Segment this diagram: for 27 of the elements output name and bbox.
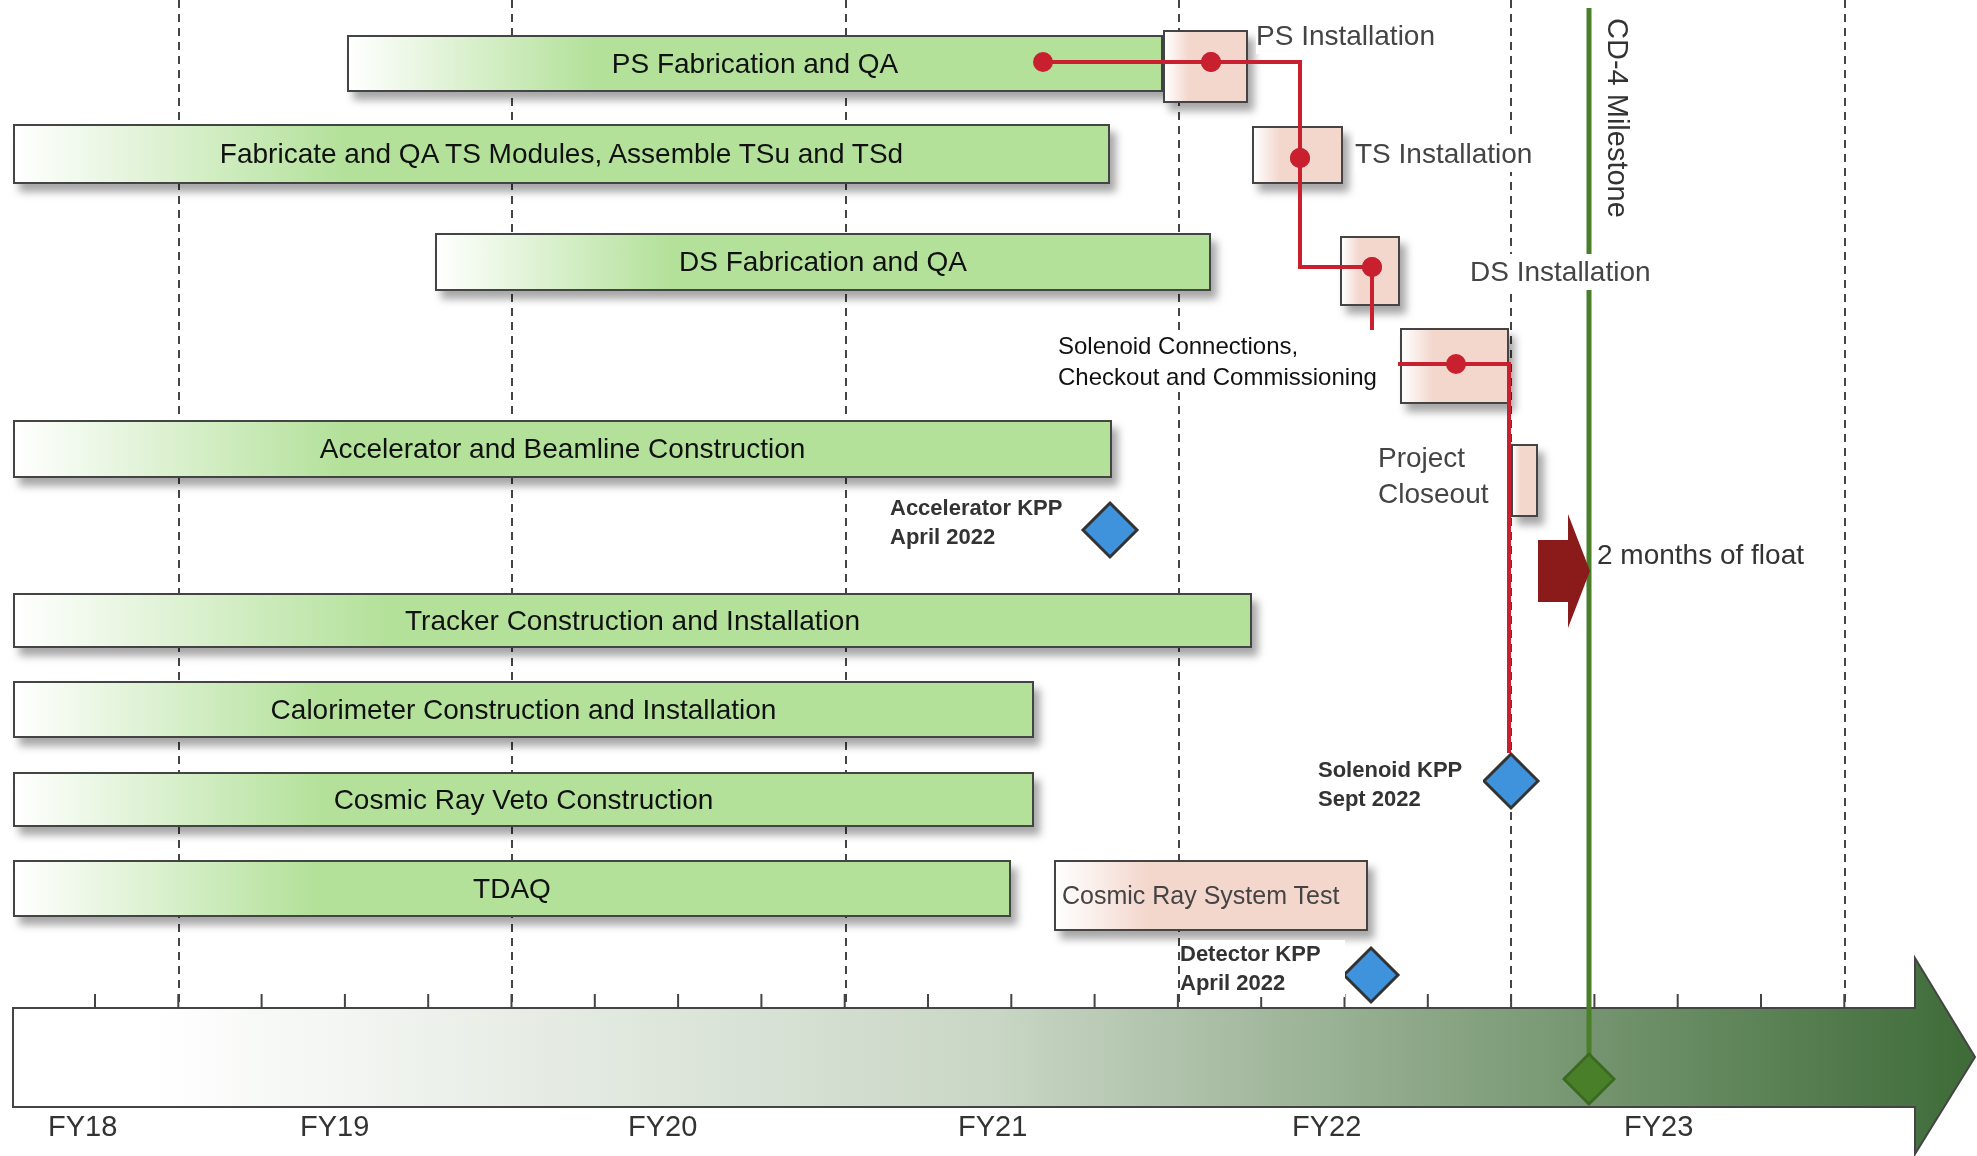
task-box <box>1511 444 1538 517</box>
milestone-label: CD-4 Milestone <box>1600 18 1635 218</box>
task-label: DS Installation <box>1470 254 1651 291</box>
milestone-diamond <box>1343 947 1399 1003</box>
task-bar: Tracker Construction and Installation <box>13 593 1252 648</box>
task-bar: Accelerator and Beamline Construction <box>13 420 1112 478</box>
task-bar: Fabricate and QA TS Modules, Assemble TSu and TSd <box>13 124 1110 184</box>
task-box <box>1252 126 1343 184</box>
task-box <box>1163 30 1248 103</box>
task-bar: Calorimeter Construction and Installation <box>13 681 1034 738</box>
axis-label: FY23 <box>1624 1109 1694 1144</box>
axis-label: FY18 <box>48 1109 118 1144</box>
task-label: Solenoid Connections, Checkout and Commissioning <box>1058 330 1398 393</box>
task-bar: TDAQ <box>13 860 1011 917</box>
axis-label: FY20 <box>628 1109 698 1144</box>
task-bar: DS Fabrication and QA <box>435 233 1211 291</box>
milestone-diamond <box>1563 1053 1615 1105</box>
task-bar: PS Fabrication and QA <box>347 35 1163 92</box>
task-bar: Cosmic Ray Veto Construction <box>13 772 1034 827</box>
axis-label: FY21 <box>958 1109 1028 1144</box>
task-bar: Cosmic Ray System Test <box>1054 860 1368 931</box>
task-box <box>1400 328 1509 404</box>
float-label: 2 months of float <box>1597 538 1804 572</box>
axis-label: FY19 <box>300 1109 370 1144</box>
milestone-diamond <box>1082 502 1138 558</box>
axis-label: FY22 <box>1292 1109 1362 1144</box>
milestone-diamond <box>1483 753 1539 809</box>
